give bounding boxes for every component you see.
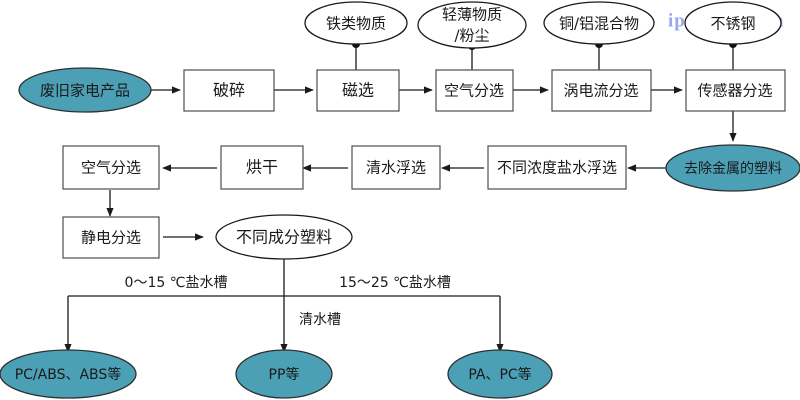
- node-sensor-sort[interactable]: 传感器分选: [685, 69, 786, 112]
- mixed-plastics-label: 不同成分塑料: [236, 228, 332, 247]
- product-pcabs-label: PC/ABS、ABS等: [15, 366, 122, 383]
- node-air-sort-2[interactable]: 空气分选: [62, 145, 160, 190]
- node-product-pcabs[interactable]: PC/ABS、ABS等: [0, 349, 137, 399]
- crush-shape[interactable]: [183, 69, 275, 112]
- drying-shape[interactable]: [220, 145, 304, 190]
- eddy-current-sort-shape[interactable]: [551, 69, 652, 112]
- node-out-light-dust[interactable]: 轻薄物质 /粉尘: [417, 1, 527, 49]
- node-out-cu-al[interactable]: 铜/铝混合物: [543, 1, 655, 45]
- connectors-split: [64, 259, 504, 353]
- connectors-row2: [106, 164, 666, 241]
- edge-label-group: 0～15 ℃盐水槽 15～25 ℃盐水槽 清水槽: [125, 275, 451, 328]
- drying-label: 烘干: [246, 158, 278, 177]
- out-cu-al-shape[interactable]: [543, 1, 655, 45]
- out-cu-al-label: 铜/铝混合物: [559, 15, 639, 33]
- node-magnetic-sort[interactable]: 磁选: [316, 69, 400, 112]
- demetalized-plastic-shape[interactable]: [665, 144, 800, 192]
- product-pp-shape[interactable]: [235, 349, 333, 399]
- air-sort-2-shape[interactable]: [62, 145, 160, 190]
- node-clean-water-float[interactable]: 清水浮选: [351, 145, 441, 190]
- product-pcabs-shape[interactable]: [0, 349, 137, 399]
- edge-label-fresh-water: 清水槽: [299, 312, 341, 328]
- out-ferrous-label: 铁类物质: [326, 15, 386, 33]
- node-electrostatic-sort[interactable]: 静电分选: [62, 216, 160, 259]
- edge-label-brine-high: 15～25 ℃盐水槽: [339, 275, 451, 291]
- clean-water-float-shape[interactable]: [351, 145, 441, 190]
- out-stainless-label: 不锈钢: [710, 15, 755, 33]
- clean-water-float-label: 清水浮选: [366, 159, 426, 177]
- node-air-sort-1[interactable]: 空气分选: [435, 69, 514, 112]
- node-eddy-current-sort[interactable]: 涡电流分选: [551, 69, 652, 112]
- out-light-dust-shape[interactable]: [417, 1, 527, 49]
- node-demetalized-plastic[interactable]: 去除金属的塑料: [665, 144, 800, 192]
- magnetic-sort-label: 磁选: [342, 81, 374, 100]
- product-papc-shape[interactable]: [447, 349, 553, 399]
- node-out-stainless[interactable]: 不锈钢: [684, 1, 782, 45]
- demetalized-plastic-label: 去除金属的塑料: [684, 161, 782, 177]
- input-product-shape[interactable]: [18, 67, 152, 113]
- node-input-product[interactable]: 废旧家电产品: [18, 67, 152, 113]
- out-light-dust-label-line1: 轻薄物质: [442, 6, 502, 24]
- product-papc-label: PA、PC等: [468, 366, 531, 383]
- eddy-current-sort-label: 涡电流分选: [563, 82, 638, 100]
- edge-label-brine-low: 0～15 ℃盐水槽: [125, 275, 228, 291]
- node-drying[interactable]: 烘干: [220, 145, 304, 190]
- air-sort-2-label: 空气分选: [81, 159, 141, 177]
- mixed-plastics-shape[interactable]: [215, 214, 353, 260]
- salt-water-float-label: 不同浓度盐水浮选: [497, 159, 617, 177]
- electrostatic-sort-shape[interactable]: [62, 216, 160, 259]
- node-product-pp[interactable]: PP等: [235, 349, 333, 399]
- out-stainless-shape[interactable]: [684, 1, 782, 45]
- air-sort-1-label: 空气分选: [444, 82, 504, 100]
- sensor-sort-shape[interactable]: [685, 69, 786, 112]
- node-out-ferrous[interactable]: 铁类物质: [304, 1, 408, 45]
- salt-water-float-shape[interactable]: [487, 145, 627, 190]
- node-product-papc[interactable]: PA、PC等: [447, 349, 553, 399]
- out-ferrous-shape[interactable]: [304, 1, 408, 45]
- out-light-dust-label-line2: /粉尘: [454, 27, 489, 45]
- crush-label: 破碎: [213, 81, 245, 100]
- product-pp-label: PP等: [269, 366, 300, 383]
- node-mixed-plastics[interactable]: 不同成分塑料: [215, 214, 353, 260]
- air-sort-1-shape[interactable]: [435, 69, 514, 112]
- node-salt-water-float[interactable]: 不同浓度盐水浮选: [487, 145, 627, 190]
- watermark-text-mid: ip: [668, 10, 686, 31]
- input-product-label: 废旧家电产品: [40, 82, 130, 100]
- sensor-sort-label: 传感器分选: [697, 82, 772, 100]
- node-crush[interactable]: 破碎: [183, 69, 275, 112]
- magnetic-sort-shape[interactable]: [316, 69, 400, 112]
- electrostatic-sort-label: 静电分选: [81, 229, 141, 247]
